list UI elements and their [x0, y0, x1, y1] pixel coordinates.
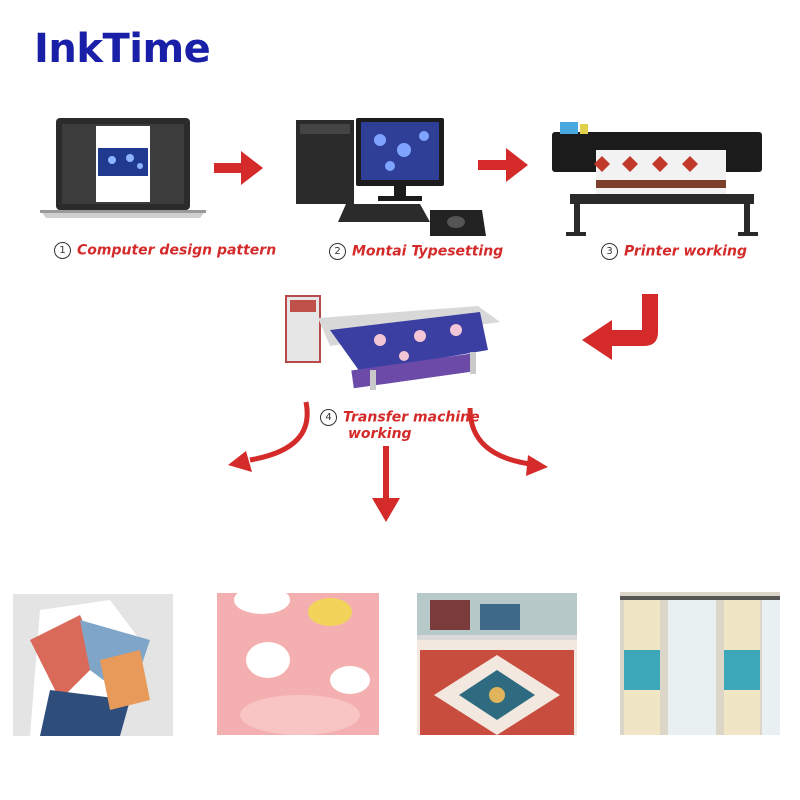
- desktop-computer-icon: [296, 118, 486, 236]
- arrow-curve-left: [249, 401, 310, 463]
- scarf-photo: [13, 594, 173, 736]
- laptop-icon: [40, 118, 206, 218]
- arrow-return: [582, 294, 658, 360]
- transfer-machine-icon: [285, 295, 500, 390]
- brand-logo: InkTime: [34, 26, 211, 72]
- step-3-label: 3 Printer working: [601, 243, 747, 260]
- arrow-right-1: [214, 151, 263, 185]
- arrow-right-2: [478, 148, 528, 182]
- arrow-curve-right: [467, 407, 531, 467]
- step-3-text: Printer working: [624, 243, 748, 260]
- step-4-label: 4 Transfer machine: [320, 409, 480, 426]
- step-2-number: 2: [329, 243, 346, 260]
- step-1-label: 1 Computer design pattern: [54, 242, 276, 259]
- step-2-label: 2 Montai Typesetting: [329, 243, 503, 260]
- step-4-text-line1: Transfer machine: [343, 409, 480, 426]
- step-3-number: 3: [601, 243, 618, 260]
- printer-icon: [552, 122, 762, 236]
- step-4-label-line2: working: [348, 426, 412, 442]
- step-1-text: Computer design pattern: [77, 242, 277, 259]
- step-1-number: 1: [54, 242, 71, 259]
- blanket-photo: [217, 586, 379, 735]
- step-2-text: Montai Typesetting: [352, 243, 504, 260]
- arrow-down-head: [372, 498, 400, 522]
- step-4-number: 4: [320, 409, 337, 426]
- carpet-photo: [417, 593, 577, 735]
- curtain-photo: [620, 592, 780, 735]
- arrow-down-shaft: [383, 446, 389, 502]
